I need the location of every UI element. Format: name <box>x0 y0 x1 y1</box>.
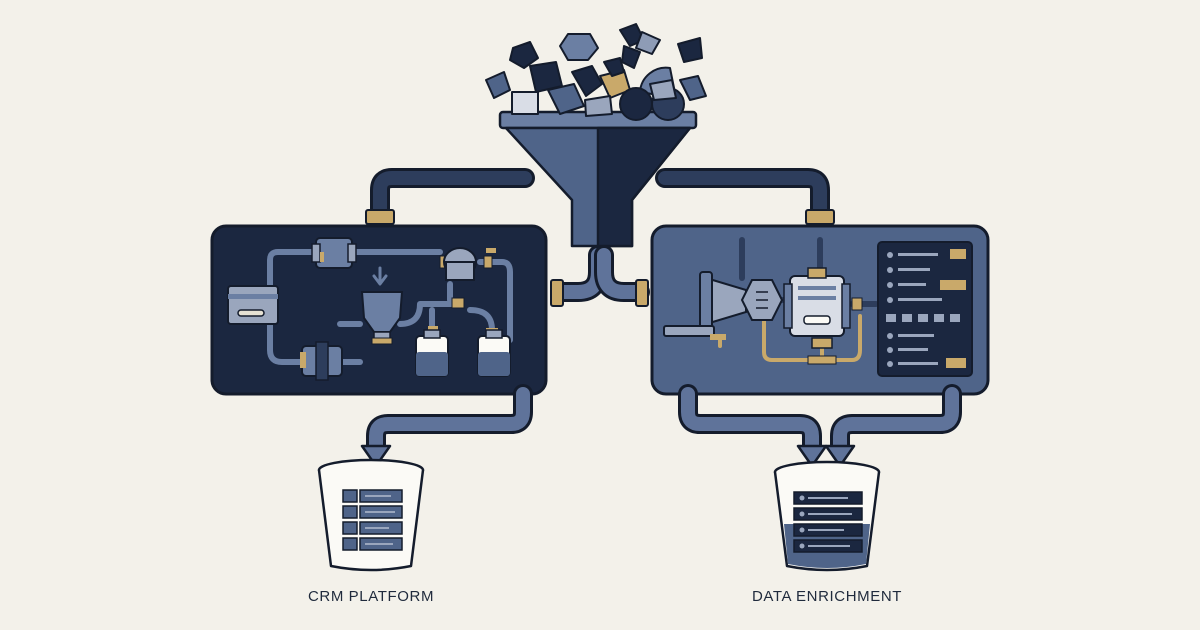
database-bucket-icon <box>773 460 881 572</box>
funnel-icon <box>498 110 698 248</box>
flow-arrows <box>360 444 856 468</box>
raw-data-shapes <box>485 23 707 121</box>
brass-coupling-right-top <box>805 209 835 225</box>
data-enrichment-label: DATA ENRICHMENT <box>751 588 903 605</box>
output-pipes <box>366 384 962 456</box>
crm-platform-label: CRM PLATFORM <box>307 588 435 605</box>
enrichment-machine-icon <box>650 224 990 396</box>
brass-coupling-right-side <box>635 279 649 307</box>
processing-machine-icon <box>210 224 548 396</box>
brass-coupling-left-top <box>365 209 395 225</box>
spout-pipes <box>550 245 650 302</box>
database-bucket-icon <box>317 458 425 572</box>
top-pipes <box>370 168 830 222</box>
brass-coupling-left-side <box>550 279 564 307</box>
